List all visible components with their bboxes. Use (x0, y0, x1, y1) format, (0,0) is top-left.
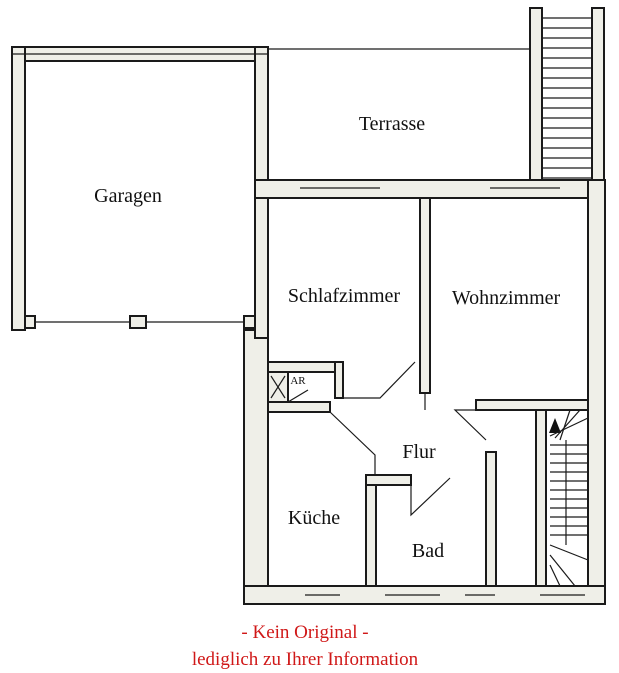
stair-tread (559, 409, 571, 441)
label-wohnzimmer: Wohnzimmer (452, 287, 561, 309)
exterior-stairs (529, 7, 605, 181)
label-ar: AR (290, 375, 306, 387)
label-kueche: Küche (288, 507, 340, 529)
stair-tread (549, 564, 561, 587)
notice-line-2: lediglich zu Ihrer Information (191, 649, 419, 670)
stair-tread (549, 554, 576, 587)
notice-line-1: - Kein Original - (241, 622, 369, 643)
label-terrasse: Terrasse (359, 113, 425, 135)
label-garagen: Garagen (94, 185, 162, 207)
label-bad: Bad (412, 540, 444, 562)
stair-tread (554, 409, 581, 439)
label-schlafzimmer: Schlafzimmer (288, 285, 401, 307)
stair-tread (549, 417, 589, 437)
interior-walls (267, 197, 589, 587)
interior-stairs (549, 409, 589, 587)
stair-tread (549, 544, 589, 561)
label-flur: Flur (402, 441, 436, 463)
terrace-outline (268, 10, 531, 180)
house-walls (243, 179, 606, 605)
arrow-up-icon (549, 418, 561, 433)
